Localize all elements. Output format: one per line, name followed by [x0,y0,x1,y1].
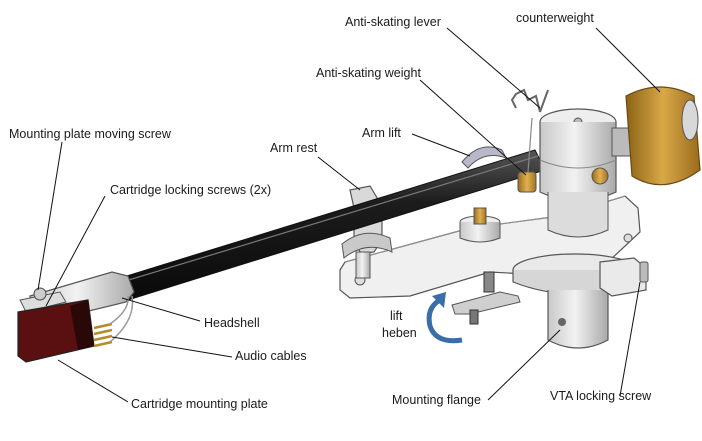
label-cartridge-locking-screws: Cartridge locking screws (2x) [110,183,272,197]
label-audio-cables: Audio cables [235,349,307,363]
label-mounting-flange: Mounting flange [392,393,481,407]
label-anti-skating-lever: Anti-skating lever [345,15,441,29]
label-arm-rest: Arm rest [270,141,318,155]
leader-lines [37,27,661,403]
label-counterweight: counterweight [516,11,594,25]
counterweight [625,86,701,186]
label-lift: lift [390,309,403,323]
label-cartridge-mounting-plate: Cartridge mounting plate [131,397,268,411]
lift-direction-arrow-icon [426,292,463,344]
label-headshell: Headshell [204,316,260,330]
label-heben: heben [382,326,417,340]
label-anti-skating-weight: Anti-skating weight [316,66,421,80]
label-arm-lift: Arm lift [362,126,401,140]
label-vta-locking-screw: VTA locking screw [550,389,652,403]
label-mounting-plate-moving-screw: Mounting plate moving screw [9,127,171,141]
